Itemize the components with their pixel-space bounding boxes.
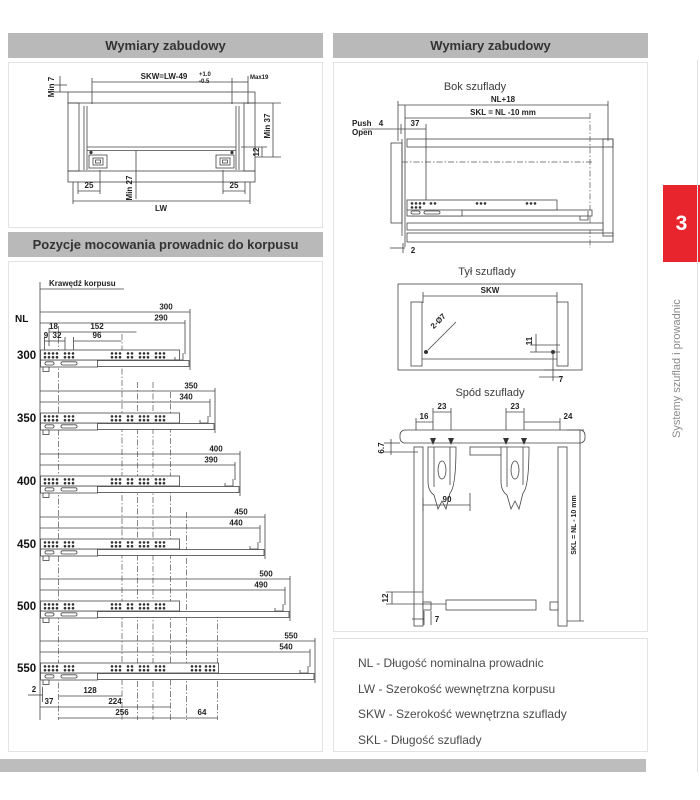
dim-2-side-label: 2 (411, 246, 416, 255)
dim-nl18-label: NL+18 (491, 95, 516, 104)
bottom-gray-strip (0, 759, 646, 772)
svg-text:290: 290 (154, 314, 168, 323)
drawer-drawings-panel: Bok szuflady NL+18 SKL = NL -10 mm Push … (333, 62, 648, 632)
svg-text:300: 300 (17, 350, 36, 362)
right-runner-glyph (215, 150, 235, 169)
built-in-dimensions-drawing: SKW=LW-49 +1.0 -0.5 Max19 Min 7 12 Min 3… (47, 72, 281, 213)
dim-37-side-label: 37 (411, 119, 420, 128)
dim-skl-bottom-label: SKL = NL - 10 mm (571, 495, 578, 554)
dim-11-label: 11 (525, 336, 534, 345)
dim-12-label: 12 (252, 147, 261, 156)
runner-row-550: 550 540 550 (17, 632, 316, 685)
svg-text:400: 400 (209, 445, 223, 454)
drawer-side-title: Bok szuflady (444, 81, 507, 93)
dim-32-label: 32 (53, 331, 62, 340)
latch-left (427, 438, 457, 511)
svg-text:300: 300 (159, 303, 173, 312)
svg-text:490: 490 (254, 581, 268, 590)
legend-lw: LW - Szerokość wewnętrzna korpusu (358, 681, 556, 696)
dim-2-label: 2 (32, 685, 37, 694)
dim-lw-label: LW (155, 204, 167, 213)
svg-text:440: 440 (229, 519, 243, 528)
dim-23-left-label: 23 (438, 402, 447, 411)
dim-12-bottom-label: 12 (381, 593, 390, 602)
page-edge-line (697, 60, 698, 772)
mounting-rows: 300 290 300 350 340 350 400 390 400 450 440 450 500 4… (17, 303, 316, 685)
push-label: Push (352, 119, 372, 128)
svg-text:550: 550 (17, 663, 36, 675)
runner-row-450: 450 440 450 (17, 508, 266, 561)
dim-skw-tol-plus: +1.0 (199, 72, 212, 78)
dim-224-label: 224 (108, 697, 122, 706)
dim-skw-back-label: SKW (481, 286, 500, 295)
drawer-side-drawing: Bok szuflady NL+18 SKL = NL -10 mm Push … (352, 81, 614, 255)
cross-section-panel: SKW=LW-49 +1.0 -0.5 Max19 Min 7 12 Min 3… (8, 62, 323, 228)
runner-row-300: 300 290 300 (17, 303, 191, 372)
dim-7-back-label: 7 (559, 375, 564, 384)
dim-9-label: 9 (44, 331, 49, 340)
dim-skw-label: SKW=LW-49 (141, 72, 188, 81)
legend-box: NL - Długość nominalna prowadnic LW - Sz… (333, 638, 648, 752)
dim-25-left-label: 25 (85, 181, 94, 190)
dim-23-right-label: 23 (511, 402, 520, 411)
nl-label: NL (15, 314, 28, 325)
svg-text:550: 550 (284, 632, 298, 641)
svg-text:390: 390 (204, 456, 218, 465)
runner-mounting-positions-drawing: Krawędź korpusu NL 18 152 9 32 96 (15, 279, 316, 720)
dim-min7-label: Min 7 (47, 76, 56, 97)
left-header-pozycje-mocowania: Pozycje mocowania prowadnic do korpusu (8, 232, 323, 257)
open-label: Open (352, 128, 373, 137)
latch-right (500, 438, 530, 511)
section-number-tab: 3 (663, 185, 700, 262)
legend-skl: SKL - Długość szuflady (358, 732, 482, 747)
dim-7-bottom-label: 7 (435, 615, 440, 624)
dim-256-label: 256 (115, 708, 129, 717)
dim-16-label: 16 (420, 412, 429, 421)
svg-text:450: 450 (17, 539, 36, 551)
dim-min37-label: Min 37 (263, 113, 272, 138)
runner-row-400: 400 390 400 (17, 445, 241, 498)
drawer-bottom-title: Spód szuflady (455, 387, 525, 399)
left-runner-glyph (88, 150, 108, 169)
dim-128-label: 128 (83, 686, 97, 695)
dim-25-right-label: 25 (230, 181, 239, 190)
svg-text:340: 340 (179, 393, 193, 402)
dim-37-label: 37 (45, 697, 54, 706)
drawer-back-title: Tył szuflady (458, 266, 516, 278)
svg-text:350: 350 (184, 382, 198, 391)
dim-min27-label: Min 27 (125, 175, 134, 200)
drawer-bottom-drawing: Spód szuflady 23 23 16 24 (377, 387, 586, 627)
dim-24-label: 24 (564, 412, 573, 421)
dim-skw-tol-minus: -0.5 (199, 79, 210, 85)
svg-text:350: 350 (17, 413, 36, 425)
legend-nl: NL - Długość nominalna prowadnic (358, 656, 544, 670)
svg-text:500: 500 (259, 570, 273, 579)
drawer-back-drawing: Tył szuflady SKW 2-Ø7 11 (397, 266, 583, 384)
dim-4-label: 4 (379, 119, 384, 128)
svg-text:450: 450 (234, 508, 248, 517)
drawer-drawings: Bok szuflady NL+18 SKL = NL -10 mm Push … (352, 81, 614, 627)
chapter-side-label: Systemy szuflad i prowadnic (671, 299, 683, 438)
dim-64-label: 64 (198, 708, 207, 717)
side-slide-holes (410, 202, 537, 209)
mounting-positions-panel: Krawędź korpusu NL 18 152 9 32 96 (8, 261, 323, 752)
legend-skw: SKW - Szerokość wewnętrzna szuflady (358, 707, 567, 721)
left-header-wymiary-zabudowy: Wymiary zabudowy (8, 33, 323, 58)
dim-18-label: 18 (49, 322, 58, 331)
runner-row-350: 350 340 350 (17, 382, 216, 435)
dim-67-label: 6.7 (377, 442, 386, 454)
svg-text:400: 400 (17, 476, 36, 488)
right-header-wymiary-zabudowy: Wymiary zabudowy (333, 33, 648, 58)
svg-text:500: 500 (17, 601, 36, 613)
dim-max19-label: Max19 (250, 75, 269, 81)
edge-of-cabinet-label: Krawędź korpusu (49, 279, 116, 288)
dim-152-label: 152 (90, 322, 104, 331)
dim-90-label: 90 (443, 495, 452, 504)
svg-text:540: 540 (279, 643, 293, 652)
dim-96-label: 96 (93, 331, 102, 340)
runner-row-500: 500 490 500 (17, 570, 291, 623)
dim-skl-side-label: SKL = NL -10 mm (470, 108, 536, 117)
